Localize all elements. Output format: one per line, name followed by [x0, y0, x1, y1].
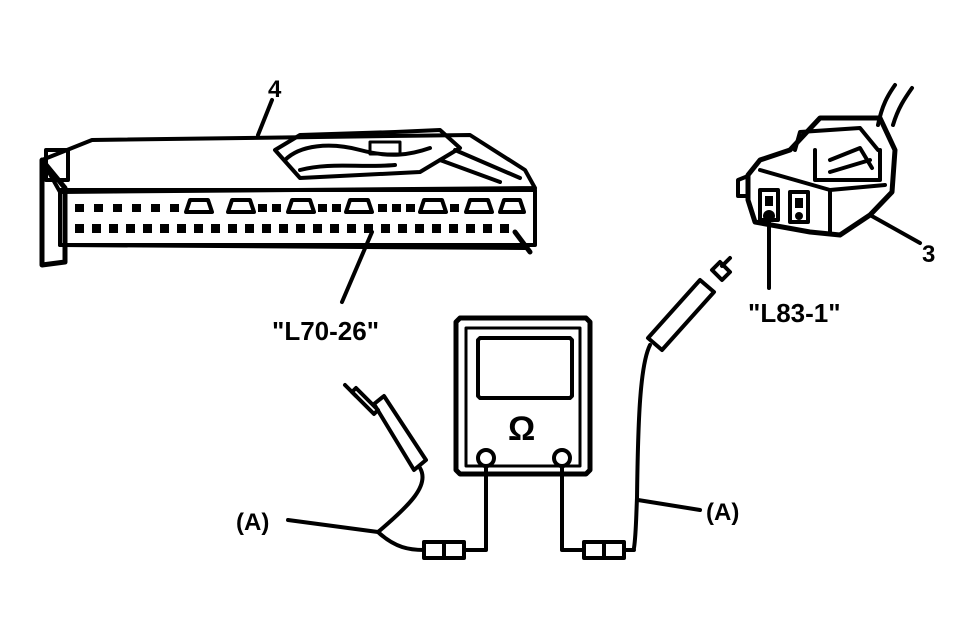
- leader-part-3: [868, 213, 922, 245]
- label-lead-a-right: (A): [706, 499, 739, 526]
- connector-4-pins-bottom: [75, 224, 509, 233]
- meter-terminal-right: [552, 448, 572, 468]
- ohmmeter: Ω: [453, 315, 593, 477]
- label-part-4: 4: [268, 76, 282, 103]
- meter-terminal-left: [476, 448, 496, 468]
- connector-4: [39, 128, 537, 268]
- connector-4-keyed-cavities: [184, 198, 526, 214]
- label-terminal-left: "L70-26": [272, 316, 379, 346]
- leader-lead-a-left: [286, 518, 380, 534]
- test-lead-left: [343, 383, 488, 560]
- leader-part-4: [256, 98, 274, 137]
- leader-terminal-left: [340, 230, 374, 304]
- label-terminal-right: "L83-1": [748, 298, 841, 328]
- test-lead-right: [560, 256, 732, 560]
- meter-ohm-symbol: Ω: [508, 410, 535, 448]
- connector-3: [736, 83, 914, 238]
- meter-display: [476, 336, 574, 400]
- connector-4-pins-top: [75, 204, 459, 212]
- label-part-3: 3: [922, 241, 935, 268]
- leader-lead-a-right: [636, 498, 702, 512]
- label-lead-a-left: (A): [236, 509, 269, 536]
